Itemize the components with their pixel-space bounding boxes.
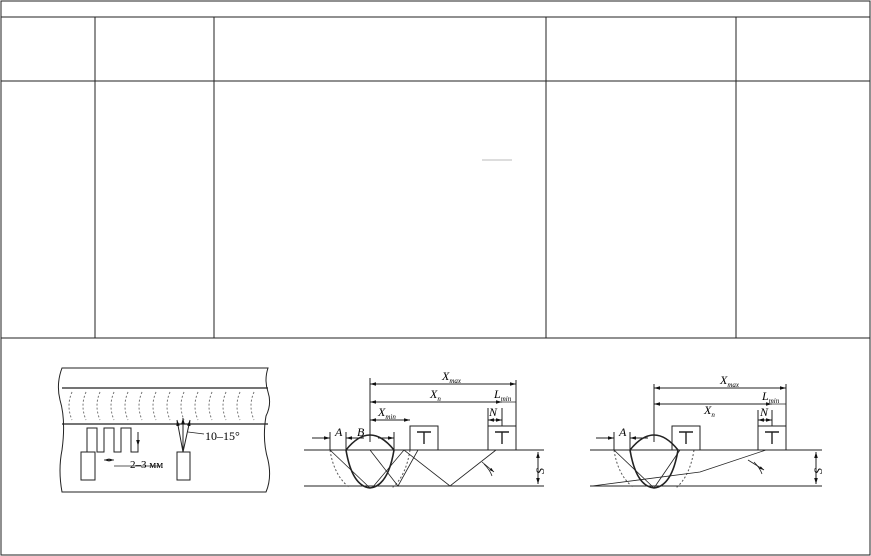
probe-near <box>409 425 439 451</box>
figure-direct-beam <box>590 384 822 489</box>
label-a-right: A <box>618 425 627 439</box>
weld-ripples <box>68 391 255 421</box>
probe-start <box>80 451 96 481</box>
label-a: A <box>334 425 343 439</box>
label-xmax: Xmax <box>441 369 462 385</box>
label-s: S <box>533 468 547 474</box>
scan-zigzag-path <box>86 427 139 453</box>
figure-double-reflection <box>304 378 544 489</box>
weld-bead-right <box>629 434 679 489</box>
label-xn-right: Xп <box>703 403 715 419</box>
weld-bead <box>345 434 395 489</box>
label-xmax-right: Xmax <box>719 373 740 389</box>
label-lmin-right: Lmin <box>761 389 780 405</box>
angle-label: 10–15° <box>205 429 240 443</box>
label-b: B <box>357 425 365 439</box>
probe-end <box>176 451 191 481</box>
label-s-right: S <box>811 468 825 474</box>
probe-near-right <box>671 425 701 451</box>
label-xn: Xп <box>429 387 441 403</box>
label-n: N <box>488 405 498 419</box>
plate-outline <box>57 367 271 493</box>
label-xmin: Xmin <box>377 405 396 421</box>
label-n-right: N <box>759 405 769 419</box>
spacing-label: 2–3 мм <box>130 459 163 471</box>
figure-scanning-pattern <box>57 367 271 493</box>
label-lmin: Lmin <box>493 387 512 403</box>
